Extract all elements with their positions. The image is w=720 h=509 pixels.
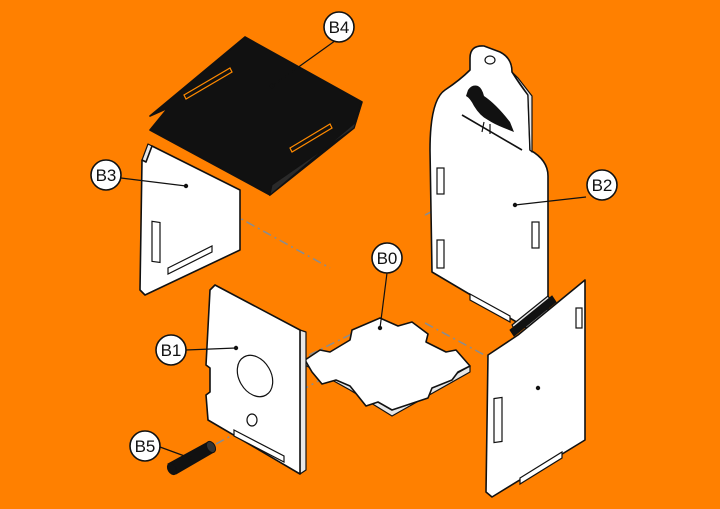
leader-b5 (159, 446, 191, 459)
callout-label-b4: B4 (329, 18, 350, 37)
leader-b3 (120, 177, 187, 187)
callout-label-b5: B5 (135, 437, 156, 456)
part-b5-dowel (166, 440, 217, 476)
leader-b1 (185, 347, 237, 351)
leader-b2 (514, 196, 587, 206)
perch-line (461, 114, 523, 151)
callout-label-b1: B1 (161, 341, 182, 360)
part-right-side-panel (485, 279, 586, 498)
callout-label-b0: B0 (377, 249, 398, 268)
callout-label-b2: B2 (592, 176, 613, 195)
part-b4-roof (149, 36, 363, 197)
callout-b1: B1 (155, 334, 187, 366)
leader-b4 (271, 37, 340, 87)
leader-lines (120, 37, 587, 459)
callout-b0: B0 (371, 242, 403, 274)
part-b2-back-panel (429, 45, 549, 331)
callout-b5: B5 (129, 430, 161, 462)
callout-b3: B3 (90, 159, 122, 191)
callout-label-b3: B3 (96, 166, 117, 185)
callout-b2: B2 (586, 169, 618, 201)
bird-silhouette-icon (466, 85, 514, 134)
callout-b4: B4 (323, 11, 355, 43)
leader-b0 (379, 272, 388, 329)
part-b1-front-panel (205, 284, 307, 475)
part-b0-floor (304, 317, 471, 417)
